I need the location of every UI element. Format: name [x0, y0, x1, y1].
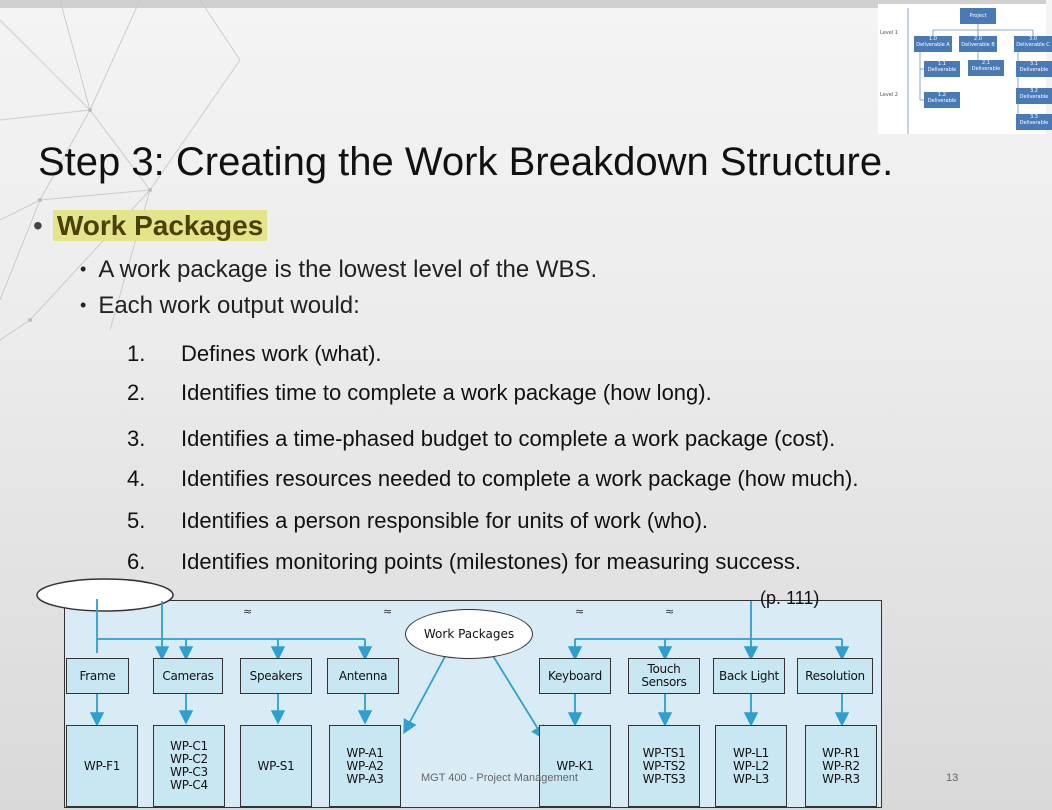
- wbs-item-antenna: Antenna: [327, 658, 399, 694]
- sub-bullet-1: • A work package is the lowest level of t…: [80, 256, 597, 284]
- package-antenna: WP-A1 WP-A2 WP-A3: [329, 725, 401, 807]
- thumb-deliverable-3-1: 3.1 Deliverable: [1016, 61, 1052, 77]
- break-mark: ≈: [243, 605, 253, 618]
- package-frame: WP-F1: [66, 725, 138, 807]
- list-item-text: Identifies monitoring points (milestones…: [181, 549, 801, 574]
- break-mark: ≈: [383, 605, 393, 618]
- thumb-deliverable-1-1: 1.1 Deliverable: [924, 61, 960, 77]
- list-item-text: Identifies a time-phased budget to compl…: [181, 426, 836, 451]
- sub-bullet-1-text: A work package is the lowest level of th…: [98, 256, 598, 283]
- break-mark: ≈: [665, 605, 675, 618]
- top-bar: [0, 0, 1046, 8]
- page-reference: (p. 111): [760, 588, 820, 608]
- package-resolution: WP-R1 WP-R2 WP-R3: [805, 725, 877, 807]
- bullet-dot: •: [33, 210, 43, 241]
- list-item-number: 2.: [127, 380, 146, 405]
- bullet-work-packages: • Work Packages: [33, 210, 268, 242]
- thumb-project-box: Project: [960, 8, 996, 24]
- list-item-number: 5.: [127, 508, 146, 533]
- list-item-text: Defines work (what).: [181, 341, 382, 366]
- list-item-text: Identifies time to complete a work packa…: [181, 380, 712, 405]
- work-packages-callout: Work Packages: [405, 609, 533, 659]
- list-item-number: 3.: [127, 426, 146, 451]
- package-touch-sensors: WP-TS1 WP-TS2 WP-TS3: [628, 725, 700, 807]
- thumb-deliverable-3-2: 3.2 Deliverable: [1016, 88, 1052, 104]
- list-item-text: Identifies a person responsible for unit…: [181, 508, 709, 533]
- sub-bullet-2-text: Each work output would:: [98, 292, 360, 319]
- thumb-level2-label: Level 2: [880, 92, 898, 98]
- wbs-item-touch-sensors: Touch Sensors: [628, 658, 700, 694]
- thumb-deliverable-1-2: 1.2 Deliverable: [924, 92, 960, 108]
- list-item-number: 6.: [127, 549, 146, 574]
- wbs-item-resolution: Resolution: [797, 658, 873, 694]
- wbs-item-cameras: Cameras: [153, 658, 223, 694]
- thumb-level1-label: Level 1: [880, 30, 898, 36]
- package-keyboard: WP-K1: [539, 725, 611, 807]
- wbs-item-keyboard: Keyboard: [539, 658, 611, 694]
- thumb-deliverable-3-3: 3.3 Deliverable: [1016, 114, 1052, 130]
- sub-bullet-dot: •: [80, 259, 87, 279]
- thumb-deliverable-b: 2.0 Deliverable B: [959, 36, 997, 52]
- thumb-deliverable-2-1: 2.1 Deliverable: [968, 60, 1004, 76]
- work-packages-heading: Work Packages: [52, 210, 268, 241]
- slide-title: Step 3: Creating the Work Breakdown Stru…: [38, 140, 894, 184]
- list-item-number: 4.: [127, 466, 146, 491]
- package-cameras: WP-C1 WP-C2 WP-C3 WP-C4: [153, 725, 225, 807]
- list-item-text: Identifies resources needed to complete …: [181, 466, 859, 491]
- list-item-number: 1.: [127, 341, 146, 366]
- thumb-deliverable-a: 1.0 Deliverable A: [914, 36, 952, 52]
- diagram-connectors: [36, 578, 850, 741]
- package-back-light: WP-L1 WP-L2 WP-L3: [715, 725, 787, 807]
- wbs-thumbnail: Project Level 1 Level 2 1.0 Deliverable …: [878, 4, 1052, 134]
- wbs-item-speakers: Speakers: [240, 658, 312, 694]
- wbs-item-back-light: Back Light: [713, 658, 785, 694]
- wbs-item-frame: Frame: [66, 658, 129, 694]
- sub-bullet-dot: •: [80, 295, 87, 315]
- break-mark: ≈: [575, 605, 585, 618]
- work-packages-diagram: ≈ ≈ ≈ ≈ Work Packages Frame Cameras Spea…: [36, 578, 882, 808]
- page-number: 13: [946, 772, 959, 784]
- sub-bullet-2: • Each work output would:: [80, 292, 360, 320]
- thumb-deliverable-c: 3.0 Deliverable C: [1014, 36, 1052, 52]
- slide-footer: MGT 400 - Project Management: [421, 772, 578, 784]
- package-speakers: WP-S1: [240, 725, 312, 807]
